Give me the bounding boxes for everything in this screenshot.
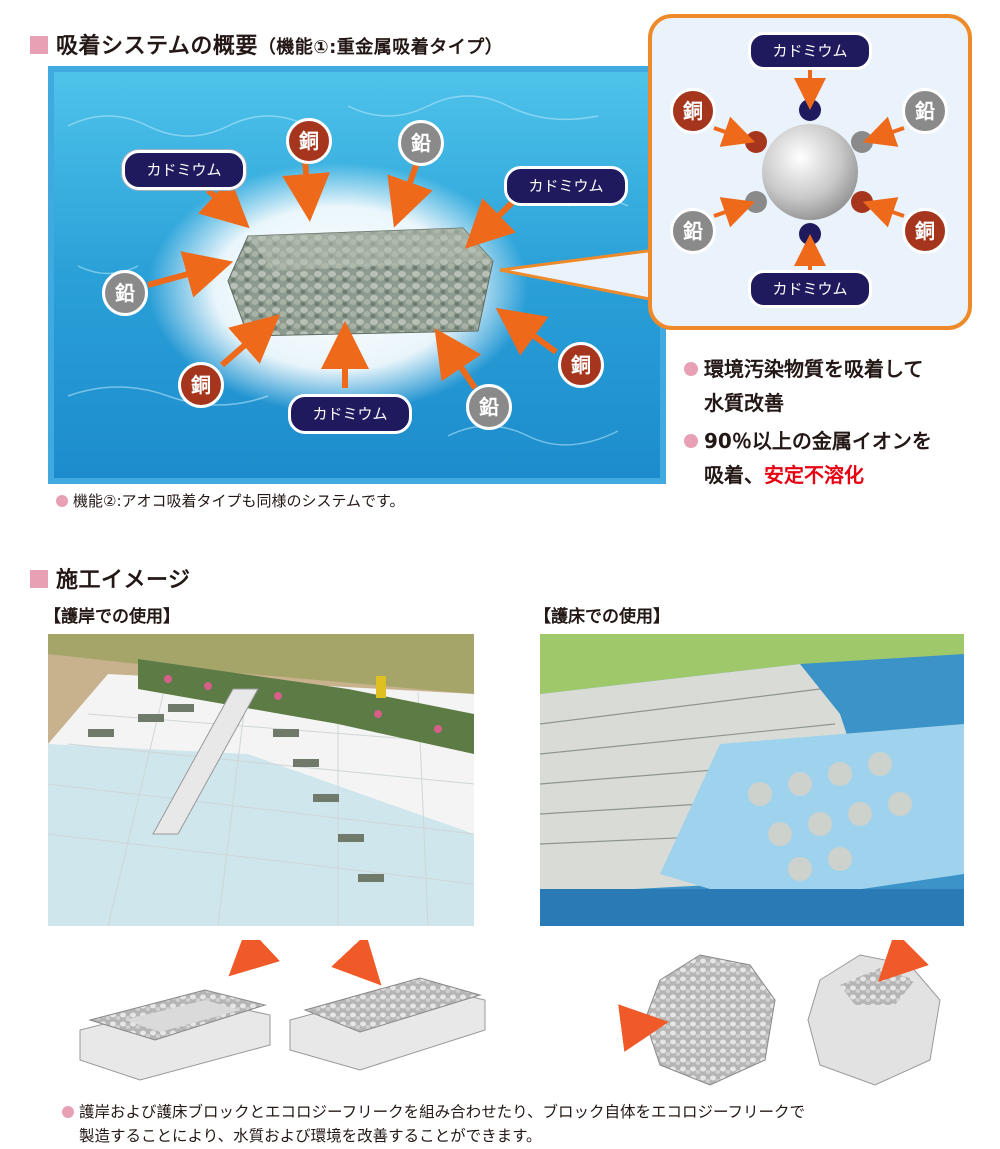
square-marker-icon xyxy=(30,36,48,54)
cadmium-label: カドミウム xyxy=(748,32,872,70)
revetment-illustration xyxy=(48,634,474,926)
copper-label: 銅 xyxy=(178,362,224,408)
revetment-block-1 xyxy=(79,989,271,1081)
bullet-2: 90％以上の金属イオンを 吸着、安定不溶化 xyxy=(684,424,932,492)
cadmium-label: カドミウム xyxy=(748,270,872,308)
riverbed-caption: 【護床での使用】 xyxy=(534,607,670,627)
bullet-dot-icon xyxy=(56,495,68,507)
section2-footnote: 護岸および護床ブロックとエコロジーフリークを組み合わせたり、ブロック自体をエコロ… xyxy=(62,1100,805,1148)
lead-label: 鉛 xyxy=(102,270,148,316)
lead-label: 鉛 xyxy=(466,384,512,430)
section1-title: 吸着システムの概要（機能①:重金属吸着タイプ） xyxy=(56,34,504,59)
copper-label: 銅 xyxy=(558,342,604,388)
lead-label: 鉛 xyxy=(670,208,716,254)
cadmium-label: カドミウム xyxy=(288,394,412,434)
arrow-icon xyxy=(228,940,929,1052)
section1-note: 機能②:アオコ吸着タイプも同様のシステムです。 xyxy=(56,490,405,511)
bullet-dot-icon xyxy=(684,362,698,376)
section2-title: 施工イメージ xyxy=(56,568,191,593)
adsorption-arrows xyxy=(147,158,558,390)
square-marker-icon xyxy=(30,570,48,588)
copper-label: 銅 xyxy=(902,208,948,254)
riverbed-block-2 xyxy=(807,954,941,1086)
block-products xyxy=(79,940,941,1086)
cadmium-label: カドミウム xyxy=(504,166,628,206)
porous-block xyxy=(227,227,494,337)
copper-label: 銅 xyxy=(670,88,716,134)
riverbed-block-1 xyxy=(644,954,776,1086)
bullet-1: 環境汚染物質を吸着して 水質改善 xyxy=(684,352,923,420)
ion-adsorption-callout: カドミウム カドミウム 銅 鉛 鉛 銅 xyxy=(648,14,972,330)
bullet-dot-icon xyxy=(684,434,698,448)
lead-label: 鉛 xyxy=(902,88,948,134)
revetment-caption: 【護岸での使用】 xyxy=(44,607,180,627)
copper-label: 銅 xyxy=(286,118,332,164)
riverbed-illustration xyxy=(540,634,964,926)
bullet-dot-icon xyxy=(62,1106,74,1118)
revetment-block-2 xyxy=(289,977,486,1071)
lead-label: 鉛 xyxy=(398,120,444,166)
highlight-text: 安定不溶化 xyxy=(764,463,864,487)
cadmium-label: カドミウム xyxy=(122,150,246,190)
